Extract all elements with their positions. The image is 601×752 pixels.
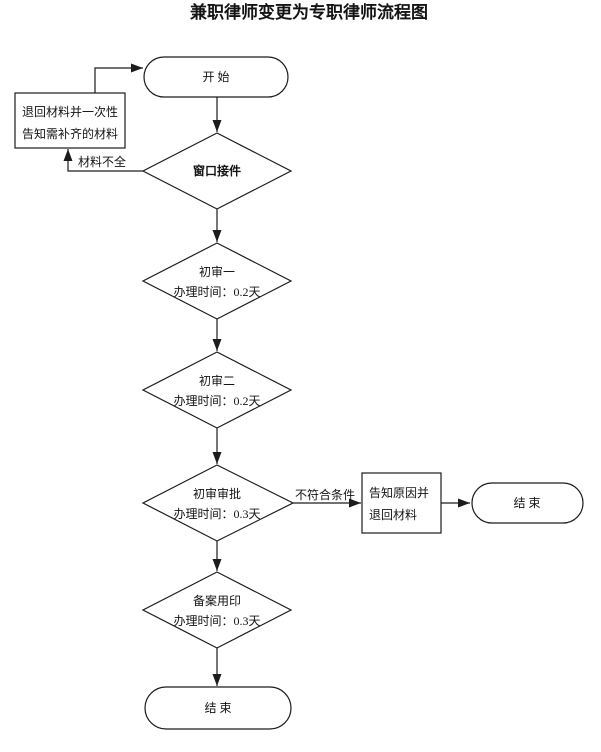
filing-seal-diamond-shape: [141, 571, 293, 649]
edge-label-incomplete-materials: 材料不全: [78, 154, 126, 169]
start-node-label: 开 始: [202, 70, 229, 84]
return-materials-box-line1: 退回材料并一次性: [22, 105, 118, 119]
connector-incomplete-to-return-box: [63, 149, 143, 172]
filing-seal-diamond-line2: 办理时间：0.3天: [173, 613, 260, 628]
filing-seal-diamond-line1: 备案用印: [193, 593, 241, 608]
edge-label-not-qualified: 不符合条件: [295, 487, 355, 502]
window-intake-diamond-label: 窗口接件: [193, 163, 241, 178]
approval-diamond-shape: [141, 464, 295, 542]
notify-return-box-line2: 退回材料: [369, 508, 417, 522]
notify-return-box-shape: [361, 472, 442, 534]
diagram-title: 兼职律师变更为专职律师流程图: [190, 2, 428, 22]
window-intake-diamond-shape: [141, 132, 293, 210]
connector-return-box-to-start: [94, 63, 143, 93]
review-two-diamond-shape: [141, 351, 293, 429]
review-two-diamond-line2: 办理时间：0.2天: [173, 393, 260, 408]
end-right-node-shape: [471, 482, 584, 524]
return-materials-box-shape: [14, 92, 126, 149]
approval-diamond-line1: 初审审批: [193, 486, 241, 501]
start-node-shape: [143, 56, 289, 98]
notify-return-box-line1: 告知原因并: [369, 486, 429, 500]
review-one-diamond-line1: 初审一: [199, 264, 235, 279]
end-bottom-node-label: 结 束: [204, 701, 231, 715]
review-one-diamond-line2: 办理时间：0.2天: [173, 284, 260, 299]
approval-diamond-line2: 办理时间：0.3天: [173, 506, 260, 521]
review-two-diamond-line1: 初审二: [199, 373, 235, 388]
return-materials-box-line2: 告知需补齐的材料: [22, 126, 118, 141]
end-bottom-node-shape: [144, 686, 292, 730]
review-one-diamond-shape: [141, 242, 293, 320]
end-right-node-label: 结 束: [513, 496, 540, 510]
